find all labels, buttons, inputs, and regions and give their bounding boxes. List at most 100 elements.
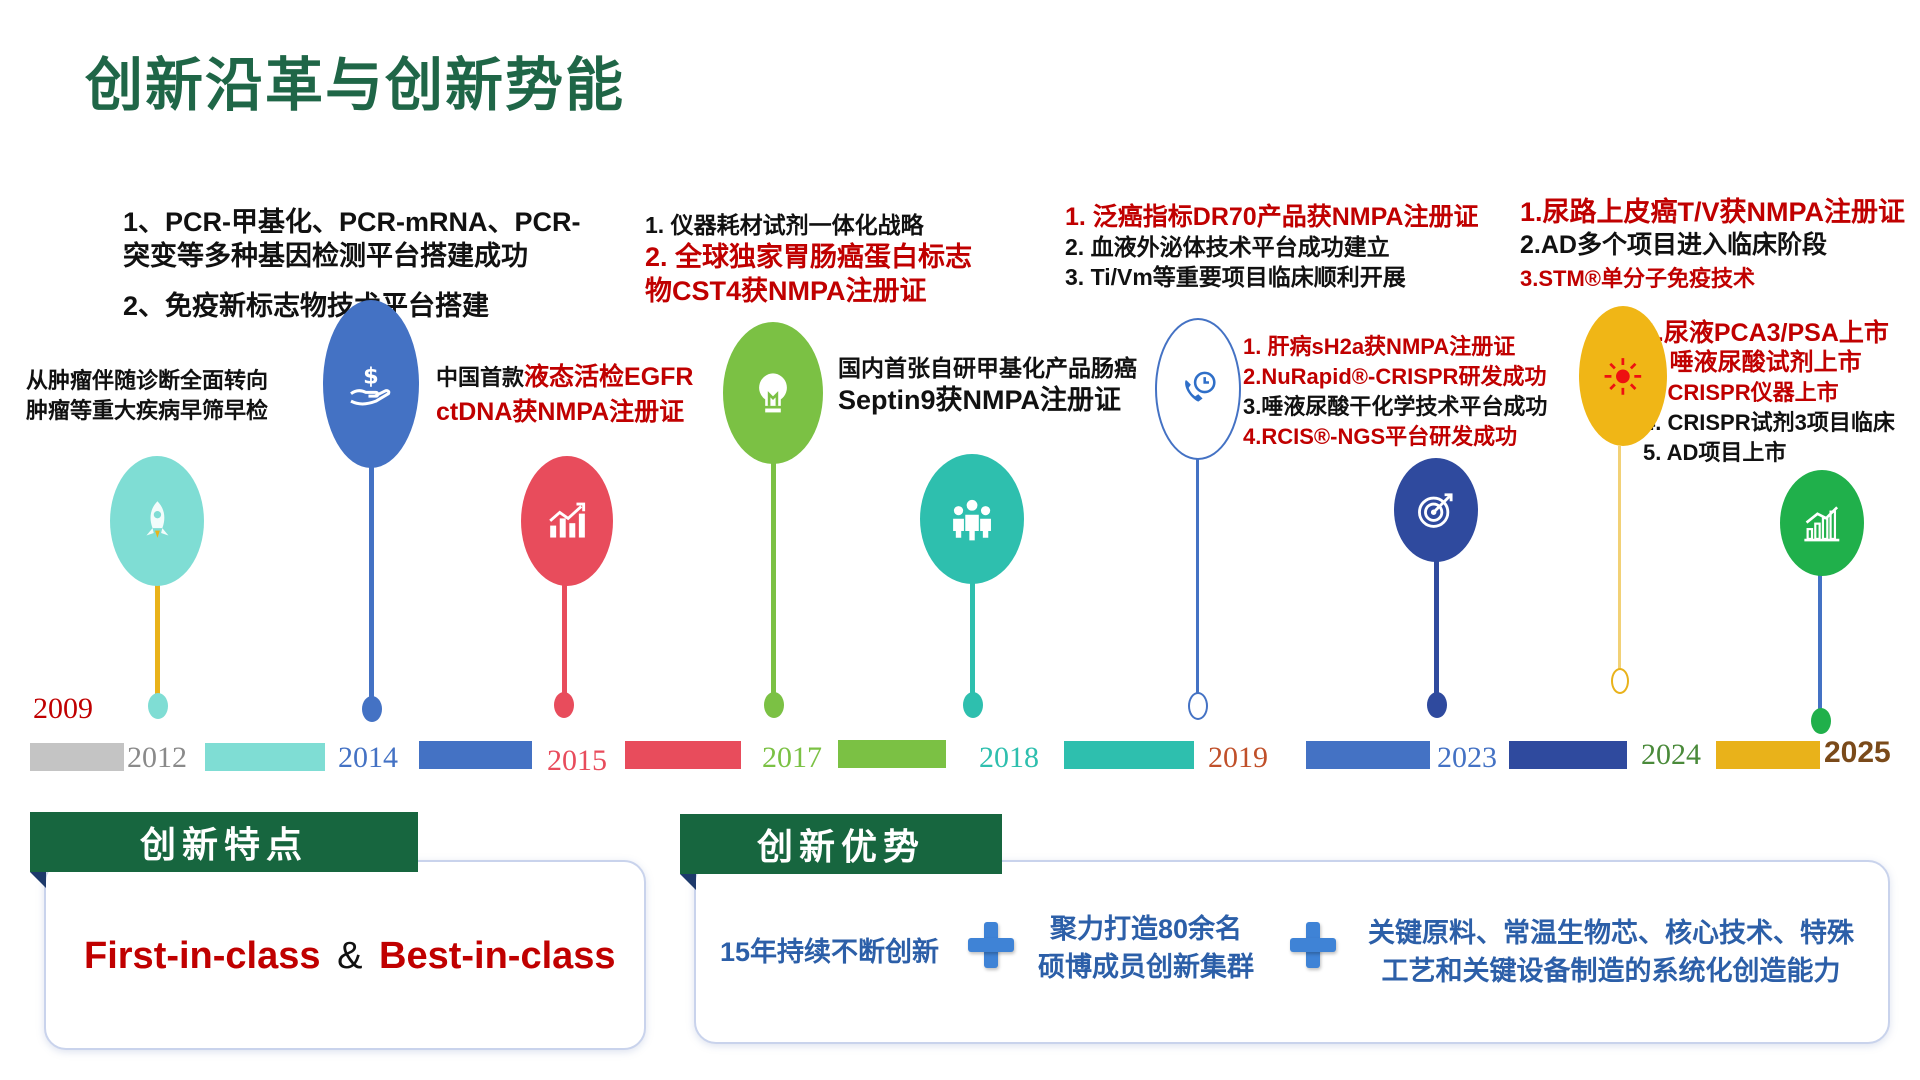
milestone-2019-text: 1. 泛癌指标DR70产品获NMPA注册证 2. 血液外泌体技术平台成功建立 3… [1065,202,1478,292]
year-2012: 2012 [127,741,187,774]
milestone-2025-line2: 2. 唾液尿酸试剂上市 [1643,349,1862,376]
milestone-2025-text: 1.尿液PCA3/PSA上市 2. 唾液尿酸试剂上市 3. CRISPR仪器上市… [1643,318,1895,468]
milestone-2009-text: 从肿瘤伴随诊断全面转向 肿瘤等重大疾病早筛早检 [26,368,269,423]
bar-growth-icon [1804,506,1840,542]
milestone-2018-line2: Septin9获NMPA注册证 [838,385,1122,415]
milestone-2025-line1: 1.尿液PCA3/PSA上市 [1643,319,1889,347]
dot-2023 [1427,692,1447,718]
rocket-icon [146,501,168,539]
bubble-2017 [723,322,823,464]
milestone-2025-line4: 4. CRISPR试剂3项目临床 [1643,410,1895,435]
milestone-2024-line2: 2.AD多个项目进入临床阶段 [1520,231,1827,259]
stem-2014 [369,466,374,706]
milestone-2015-prefix: 中国首款 [436,365,525,390]
first-in-class-text: First-in-class [84,935,321,977]
bubble-2019 [1155,318,1241,460]
milestone-2017-red: 2. 全球独家胃肠癌蛋白标志 物CST4获NMPA注册证 [645,242,973,306]
year-2024: 2024 [1641,738,1701,771]
dot-2009 [148,693,168,719]
milestone-2024-line3: 3.STM®单分子免疫技术 [1520,266,1755,291]
year-2018: 2018 [979,741,1039,774]
milestone-2017-text: 1. 仪器耗材试剂一体化战略 2. 全球独家胃肠癌蛋白标志 物CST4获NMPA… [645,210,972,308]
milestone-2024-text: 1.尿路上皮癌T/V获NMPA注册证 2.AD多个项目进入临床阶段 3.STM®… [1520,196,1905,295]
milestone-2023-line4: 4.RCIS®-NGS平台研发成功 [1243,424,1518,449]
timeline-seg-navy [1509,741,1627,769]
dot-2019 [1188,692,1208,720]
stem-2019 [1196,456,1199,696]
milestone-2019-line2: 2. 血液外泌体技术平台成功建立 [1065,234,1390,260]
timeline-seg-gray [30,743,124,771]
innovation-features-panel [44,860,646,1050]
stem-2017 [771,458,776,698]
plus-icon-2 [1290,922,1336,968]
panel-fold-left [30,872,46,888]
advantage-item-1: 15年持续不断创新 [720,937,940,967]
bubble-2023 [1394,458,1478,562]
advantage-item-2: 聚力打造80余名 硕博成员创新集群 [1038,914,1254,982]
dot-2024 [1611,668,1629,694]
team-icon [953,500,991,541]
panel-fold-right [680,874,696,890]
milestone-2023-line1: 1. 肝病sH2a获NMPA注册证 [1243,334,1516,359]
phone-clock-icon [1184,371,1216,402]
bubble-2015 [521,456,613,586]
year-2009: 2009 [33,692,93,725]
milestone-2014-line1: 1、PCR-甲基化、PCR-mRNA、PCR- [123,207,581,237]
timeline-seg-blue [419,741,532,769]
milestone-2018-text: 国内首张自研甲基化产品肠癌 Septin9获NMPA注册证 [838,352,1137,416]
stem-2015 [562,582,567,700]
dot-2018 [963,692,983,718]
bubble-2014: $ [323,300,419,468]
svg-text:$: $ [363,364,379,390]
stem-2023 [1434,558,1439,698]
bubble-2024 [1579,306,1667,446]
year-2019: 2019 [1208,741,1268,774]
growth-chart-icon [549,502,586,538]
stem-2024 [1618,446,1621,676]
milestone-2015-red1: 液态活检EGFR [524,363,694,391]
milestone-2025-line3: 3. CRISPR仪器上市 [1643,380,1839,405]
innovation-advantages-panel [694,860,1890,1044]
stem-2018 [970,582,975,700]
stem-2009 [155,585,160,703]
year-2017: 2017 [762,741,822,774]
milestone-2023-text: 1. 肝病sH2a获NMPA注册证 2.NuRapid®-CRISPR研发成功 … [1243,332,1547,452]
sun-icon [1604,357,1642,395]
dot-2015 [554,692,574,718]
milestone-2014-text: 1、PCR-甲基化、PCR-mRNA、PCR- 突变等多种基因检测平台搭建成功 … [123,205,581,323]
page-title: 创新沿革与创新势能 [85,53,626,118]
timeline-seg-teal [1064,741,1194,769]
dollar-hand-icon: $ [350,364,391,406]
plus-icon-1 [968,922,1014,968]
milestone-2015-text: 中国首款液态活检EGFR ctDNA获NMPA注册证 [436,360,693,429]
dot-2025 [1811,708,1831,734]
milestone-2014-line2: 突变等多种基因检测平台搭建成功 [123,241,528,271]
milestone-2023-line2: 2.NuRapid®-CRISPR研发成功 [1243,364,1547,389]
best-in-class-text: Best-in-class [379,935,616,977]
timeline-seg-crimson [625,741,741,769]
year-2023: 2023 [1437,741,1497,774]
advantage-item-3: 关键原料、常温生物芯、核心技术、特殊 工艺和关键设备制造的系统化创造能力 [1368,918,1854,986]
year-2015: 2015 [547,744,607,777]
features-text: First-in-class & Best-in-class [84,935,616,978]
milestone-2018-line1: 国内首张自研甲基化产品肠癌 [838,355,1137,381]
lightbulb-icon [759,373,787,413]
milestone-2019-line3: 3. Ti/Vm等重要项目临床顺利开展 [1065,264,1406,290]
innovation-advantages-title: 创新优势 [680,814,1002,874]
milestone-2024-line1: 1.尿路上皮癌T/V获NMPA注册证 [1520,197,1906,227]
timeline-seg-green [838,740,946,768]
year-2014: 2014 [338,741,398,774]
innovation-features-title: 创新特点 [30,812,418,872]
target-icon [1418,493,1453,528]
timeline-seg-mint [205,743,325,771]
stem-2025 [1818,572,1822,712]
milestone-2019-line1: 1. 泛癌指标DR70产品获NMPA注册证 [1065,203,1479,231]
bubble-2018 [920,454,1024,584]
ampersand-text: & [337,935,363,977]
timeline-seg-blue2 [1306,741,1430,769]
timeline-seg-gold [1716,741,1820,769]
milestone-2023-line3: 3.唾液尿酸干化学技术平台成功 [1243,394,1548,419]
milestone-2025-line5: 5. AD项目上市 [1643,440,1787,465]
milestone-2017-line1: 1. 仪器耗材试剂一体化战略 [645,212,924,238]
bubble-2009 [110,456,204,586]
